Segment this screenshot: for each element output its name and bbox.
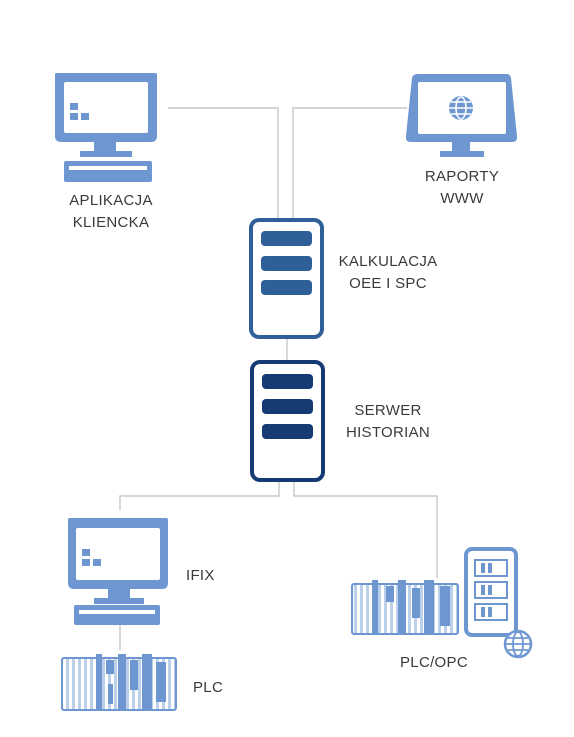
- label-reports: RAPORTY WWW: [404, 166, 520, 210]
- plc-rack-icon: [61, 654, 177, 711]
- label-historian-line1: SERWER: [354, 402, 422, 419]
- label-plc-opc: PLC/OPC: [400, 654, 468, 671]
- plc-opc-icon: [351, 547, 533, 659]
- label-calc-server: KALKULACJA OEE I SPC: [330, 251, 446, 295]
- connector-historian-to-ifix: [119, 482, 280, 510]
- web-monitor-icon: [405, 74, 518, 157]
- connector-lines: [119, 107, 438, 650]
- connector-reports-to-calc: [292, 107, 407, 220]
- calc-server-icon: [249, 218, 324, 339]
- connector-client-to-calc: [168, 107, 279, 220]
- label-calc-line1: KALKULACJA: [338, 253, 438, 270]
- label-reports-line1: RAPORTY: [424, 168, 500, 185]
- ifix-computer-icon: [68, 518, 168, 625]
- client-computer-icon: [55, 73, 157, 182]
- label-client-app-line1: APLIKACJA: [69, 192, 153, 209]
- label-historian: SERWER HISTORIAN: [330, 400, 446, 444]
- connector-historian-to-plcopc: [293, 482, 438, 578]
- label-historian-line2: HISTORIAN: [345, 424, 431, 441]
- historian-server-icon: [250, 360, 325, 482]
- label-client-app: APLIKACJA KLIENCKA: [48, 190, 174, 234]
- label-reports-line2: WWW: [440, 190, 484, 207]
- label-ifix: IFIX: [186, 567, 215, 584]
- label-client-app-line2: KLIENCKA: [72, 214, 150, 231]
- label-plc: PLC: [193, 679, 224, 696]
- label-calc-line2: OEE I SPC: [349, 275, 427, 292]
